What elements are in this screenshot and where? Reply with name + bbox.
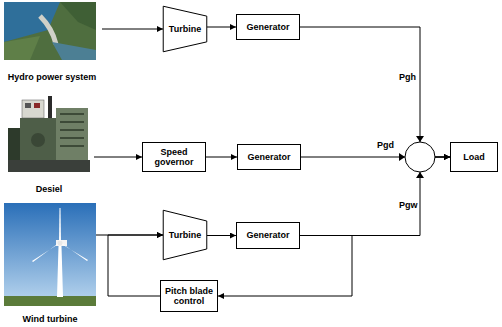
power-connector <box>102 29 163 30</box>
power-label: Pgd <box>376 140 395 150</box>
generator-box: Generator <box>236 222 300 249</box>
node-text: Generator <box>246 22 289 32</box>
summing-junction <box>399 136 435 178</box>
diesel-plant: Desiel <box>4 92 94 194</box>
power-connector <box>206 157 237 158</box>
turbine-outline <box>163 210 207 260</box>
node-text: Generator <box>247 152 290 162</box>
power-connector <box>300 27 450 157</box>
wind-plant: Wind turbine <box>4 203 96 324</box>
node-text: Wind turbine <box>23 314 78 324</box>
node-text: Generator <box>246 230 289 240</box>
power-label: Pgh <box>398 72 417 82</box>
power-connector <box>94 157 142 158</box>
diesel-generator-picture <box>8 96 90 172</box>
node-text: Hydro power system <box>8 72 97 82</box>
load-box: Load <box>450 142 498 172</box>
hydro-plant: Hydro power system <box>2 2 102 82</box>
node-text: Speed governor <box>145 147 203 168</box>
turbine-block: Turbine <box>163 210 207 260</box>
power-connector <box>207 27 236 28</box>
node-text: Pitch blade control <box>163 286 215 307</box>
generator-box: Generator <box>237 144 301 170</box>
generator-box: Generator <box>236 14 300 40</box>
node-text: Turbine <box>169 230 201 240</box>
wind-turbine-picture <box>4 203 96 306</box>
turbine-block: Turbine <box>163 6 207 52</box>
power-label: Pgw <box>398 200 419 210</box>
hydro-picture <box>4 2 96 60</box>
node-text: Desiel <box>36 184 63 194</box>
governor-box: Speed governor <box>142 142 206 172</box>
power-connector <box>207 235 236 236</box>
power-connector <box>108 235 163 296</box>
pitch-control-box: Pitch blade control <box>160 280 218 312</box>
turbine-outline <box>163 6 207 52</box>
node-text: Load <box>463 152 485 162</box>
node-text: Turbine <box>169 24 201 34</box>
